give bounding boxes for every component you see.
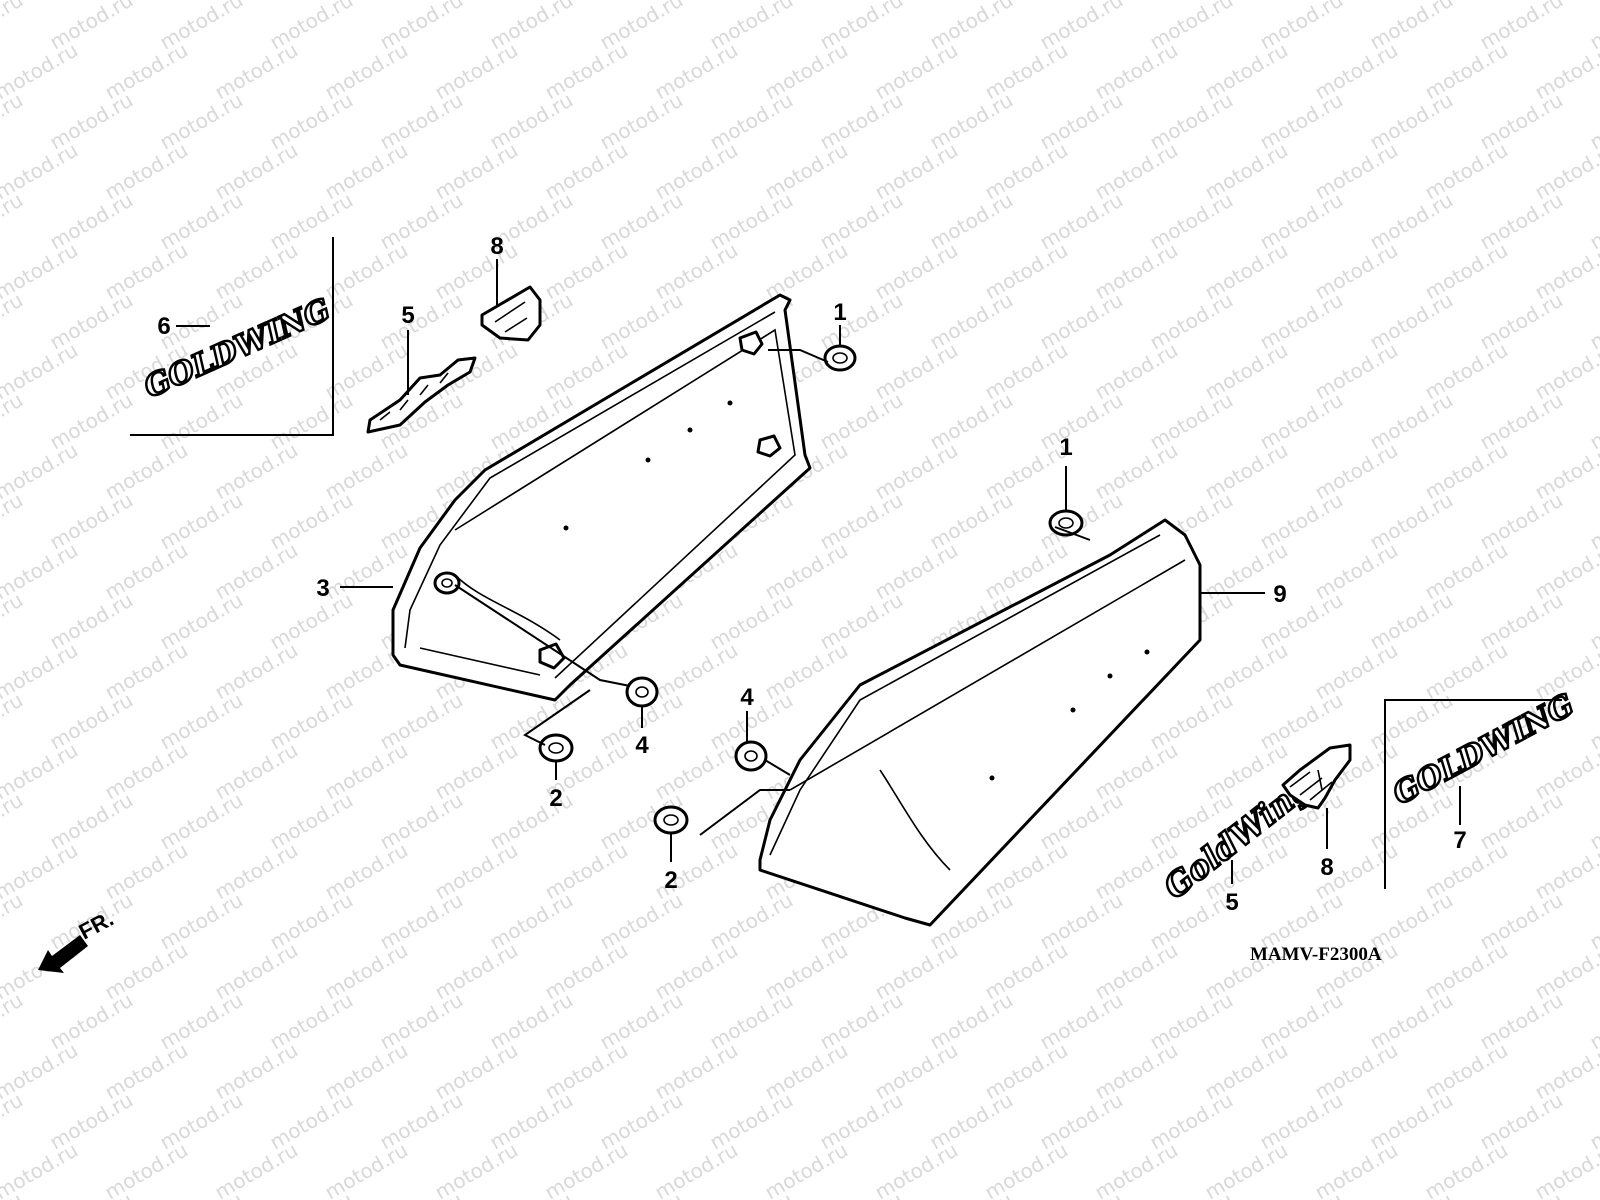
- callout-8-right: 8: [1320, 854, 1333, 881]
- part-8-right: [1281, 743, 1352, 810]
- watermark-text: motod.ru: [1421, 1138, 1512, 1200]
- watermark-text: motod.ru: [156, 1188, 247, 1200]
- watermark-text: motod.ru: [1531, 1038, 1600, 1105]
- callout-numbers: 1 1 2 2 3 4 4 5 5 6 7 8 8 9: [157, 233, 1466, 916]
- watermark-text: motod.ru: [211, 1138, 302, 1200]
- callout-1-top: 1: [833, 299, 846, 326]
- watermark-text: motod.ru: [816, 1188, 907, 1200]
- watermark-text: motod.ru: [1531, 38, 1600, 105]
- watermark-text: motod.ru: [486, 1188, 577, 1200]
- watermark-text: motod.ru: [926, 1188, 1017, 1200]
- part-8-left: [480, 285, 542, 342]
- watermark-text: motod.ru: [1531, 138, 1600, 205]
- watermark-text: motod.ru: [1036, 1188, 1127, 1200]
- right-side-cover: [758, 518, 1202, 927]
- watermark-text: motod.ru: [1531, 938, 1600, 1005]
- watermark-text: motod.ru: [1531, 538, 1600, 605]
- left-side-cover: [391, 293, 812, 702]
- callout-2-left: 2: [549, 785, 562, 812]
- watermark-text: motod.ru: [0, 988, 27, 1055]
- callout-9: 9: [1273, 581, 1286, 608]
- watermark-text: motod.ru: [981, 1138, 1072, 1200]
- watermark-text: motod.ru: [0, 488, 27, 555]
- watermark-text: motod.ru: [0, 0, 27, 54]
- watermark-text: motod.ru: [266, 1188, 357, 1200]
- watermark-text: motod.ru: [0, 188, 27, 255]
- watermark-text: motod.ru: [1201, 1138, 1292, 1200]
- callout-1-right: 1: [1059, 434, 1072, 461]
- watermark-text: motod.ru: [1531, 738, 1600, 805]
- watermark-text: motod.ru: [1586, 1188, 1600, 1200]
- watermark-text: motod.ru: [0, 88, 27, 155]
- callout-5-right: 5: [1225, 889, 1238, 916]
- callout-8-left: 8: [490, 233, 503, 260]
- watermark-text: motod.ru: [871, 1138, 962, 1200]
- watermark-text: motod.ru: [1146, 1188, 1237, 1200]
- watermark-text: motod.ru: [431, 1138, 522, 1200]
- watermark-text: motod.ru: [0, 688, 27, 755]
- watermark-text: motod.ru: [706, 1188, 797, 1200]
- watermark-text: motod.ru: [1311, 1138, 1402, 1200]
- part-5-left: [366, 356, 477, 434]
- watermark-text: motod.ru: [0, 888, 27, 955]
- grommet-2-right: [653, 805, 689, 835]
- callout-2-right: 2: [664, 867, 677, 894]
- watermark-text: motod.ru: [1091, 1138, 1182, 1200]
- callout-4-left: 4: [635, 732, 649, 759]
- callout-4-right: 4: [740, 684, 754, 711]
- watermark-text: motod.ru: [0, 388, 27, 455]
- watermark-text: motod.ru: [0, 588, 27, 655]
- diagram-code: MAMV-F2300A: [1250, 944, 1382, 965]
- watermark-text: motod.ru: [1476, 1188, 1567, 1200]
- watermark-text: motod.ru: [651, 1138, 742, 1200]
- grommet-4-right: [734, 740, 768, 772]
- watermark-text: motod.ru: [1531, 838, 1600, 905]
- connector-lines: [454, 349, 1091, 836]
- watermark-text: motod.ru: [1366, 1188, 1457, 1200]
- callout-6: 6: [157, 313, 170, 340]
- watermark-text: motod.ru: [0, 1088, 27, 1155]
- callout-7: 7: [1453, 827, 1466, 854]
- watermark-text: motod.ru: [1531, 238, 1600, 305]
- watermark-text: motod.ru: [1531, 438, 1600, 505]
- watermark-text: motod.ru: [1256, 1188, 1347, 1200]
- callout-3: 3: [316, 575, 329, 602]
- watermark-text: motod.ru: [1531, 1138, 1600, 1200]
- callout-5-left: 5: [401, 302, 414, 329]
- watermark-text: motod.ru: [321, 1138, 412, 1200]
- grommet-2-left: [538, 733, 574, 763]
- watermark-text: motod.ru: [761, 1138, 852, 1200]
- watermark-text: motod.ru: [541, 1138, 632, 1200]
- watermark-text: motod.ru: [376, 1188, 467, 1200]
- grommet-1-top: [823, 344, 857, 372]
- watermark-text: motod.ru: [596, 1188, 687, 1200]
- watermark-text: motod.ru: [0, 288, 27, 355]
- grommet-4-left: [625, 676, 659, 708]
- watermark-text: motod.ru: [0, 788, 27, 855]
- watermark-text: motod.ru: [46, 1188, 137, 1200]
- leader-lines: [176, 259, 1461, 884]
- watermark-text: motod.ru: [101, 1138, 192, 1200]
- watermark-text: motod.ru: [1531, 338, 1600, 405]
